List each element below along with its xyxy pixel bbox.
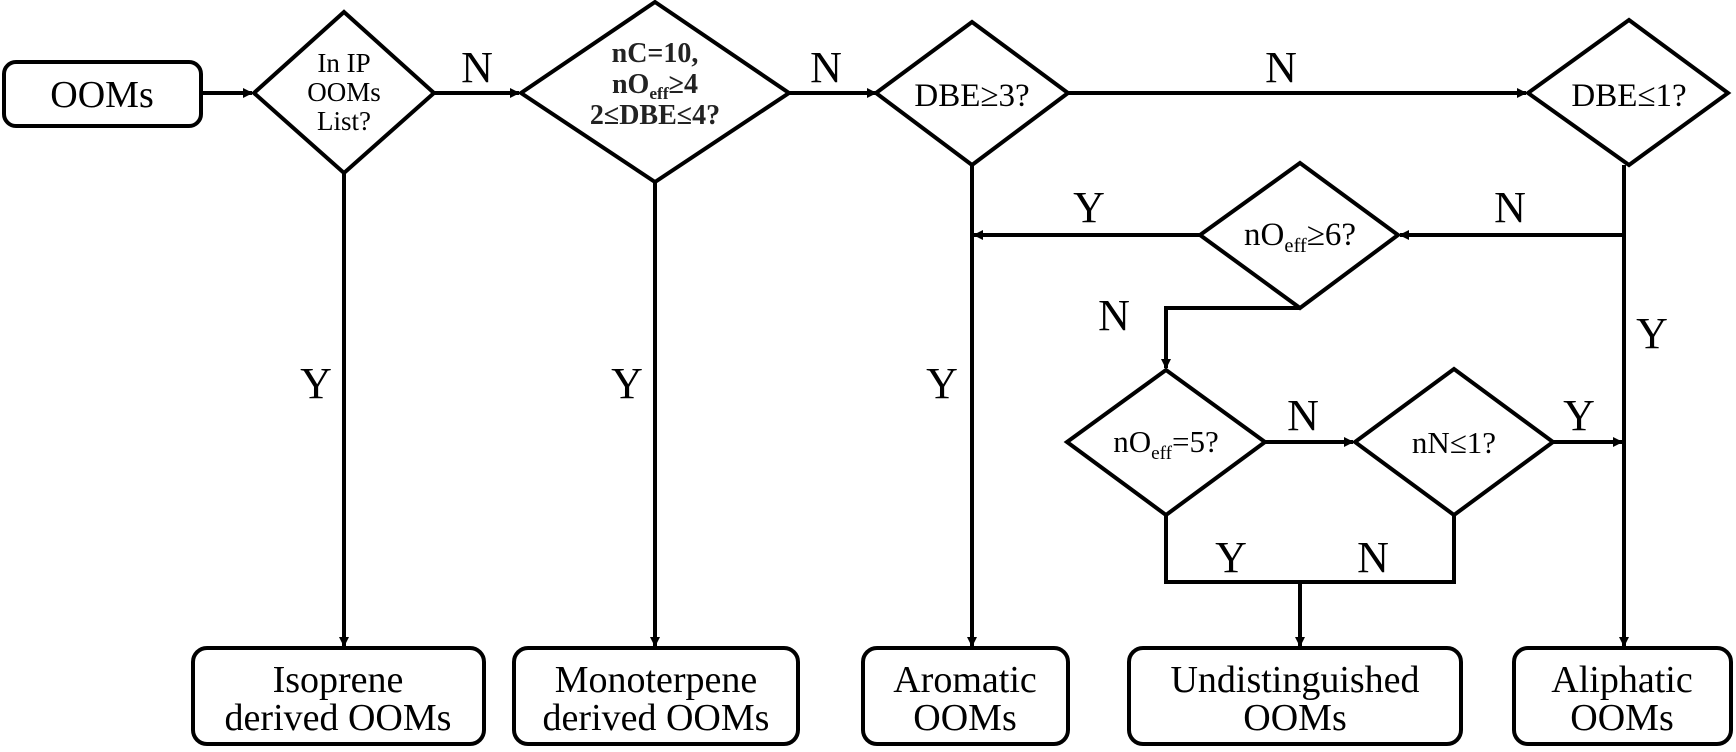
decision-dbe-ge-3: DBE≥3? [872, 19, 1072, 168]
edge-label-mono-yes: Y [611, 359, 643, 408]
output-line-1: Monoterpene [555, 659, 758, 701]
text-suffix: =5? [1172, 424, 1219, 459]
decision-line-3: 2≤DBE≤4? [590, 100, 720, 131]
output-box [1512, 646, 1733, 746]
edge-label-dbe3-no: N [1265, 43, 1297, 92]
decision-noeff-ge-6: nOeff≥6? [1196, 160, 1402, 311]
edge-label-dbe1-yes: Y [1636, 309, 1668, 358]
decision-label: nOeff≥6? [1244, 217, 1356, 257]
edge-label-dbe3-yes: Y [926, 359, 958, 408]
edge-label-noeff6-no: N [1098, 291, 1130, 340]
connectors [201, 88, 1629, 647]
output-monoterpene: Monoterpene derived OOMs [512, 646, 800, 746]
output-line-2: OOMs [1570, 697, 1673, 739]
output-line-1: Undistinguished [1170, 659, 1419, 701]
start-node: OOMs [2, 60, 203, 128]
edge-labels: N Y N Y N Y N Y Y N N Y Y N [300, 43, 1668, 582]
decision-diamond [1196, 160, 1402, 311]
output-line-1: Isoprene [273, 659, 404, 701]
text-subscript: eff [649, 84, 668, 103]
output-box [861, 646, 1070, 746]
output-isoprene: Isoprene derived OOMs [191, 646, 486, 746]
edge-label-mono-no: N [810, 43, 842, 92]
decision-nn-le-1: nN≤1? [1351, 366, 1557, 518]
decision-diamond [872, 19, 1072, 168]
edge-label-noeff5-yes: Y [1215, 533, 1247, 582]
output-line-2: derived OOMs [543, 697, 770, 739]
output-line-2: derived OOMs [225, 697, 452, 739]
decision-label: nN≤1? [1412, 425, 1496, 460]
output-box [512, 646, 800, 746]
decision-diamond [251, 9, 437, 176]
edge-label-ip-no: N [461, 43, 493, 92]
decision-line-1: In IP [317, 48, 370, 78]
decision-label: nOeff=5? [1113, 424, 1219, 464]
decision-diamond [1524, 17, 1732, 168]
edge-label-nn-yes: Y [1563, 391, 1595, 440]
output-line-2: OOMs [1243, 697, 1346, 739]
text-suffix: ≥4 [669, 69, 698, 100]
edge-label-noeff5-no: N [1287, 391, 1319, 440]
start-label: OOMs [50, 74, 153, 116]
decision-monoterpene-test: nC=10, nOeff≥4 2≤DBE≤4? [517, 0, 793, 185]
decision-line-1: nC=10, [612, 38, 699, 69]
text-prefix: nO [1244, 217, 1284, 253]
output-line-1: Aromatic [893, 659, 1037, 701]
decision-in-ip-list: In IP OOMs List? [251, 9, 437, 176]
edge-label-dbe1-no: N [1494, 183, 1526, 232]
decision-dbe-le-1: DBE≤1? [1524, 17, 1732, 168]
edge-label-noeff6-yes: Y [1073, 183, 1105, 232]
start-box [2, 60, 203, 128]
decision-diamond [1063, 367, 1269, 518]
text-suffix: ≥6? [1307, 217, 1356, 253]
text-subscript: eff [1284, 235, 1307, 257]
output-box [191, 646, 486, 746]
output-aliphatic: Aliphatic OOMs [1512, 646, 1733, 746]
decision-line-2: OOMs [307, 77, 381, 107]
edge-label-nn-no: N [1357, 533, 1389, 582]
decision-diamond [517, 0, 793, 185]
decision-diamond [1351, 366, 1557, 518]
output-line-2: OOMs [913, 697, 1016, 739]
edge-noeff5-to-merge [1164, 515, 1456, 584]
decision-line-2: nOeff≥4 [612, 69, 698, 103]
output-aromatic: Aromatic OOMs [861, 646, 1070, 746]
decision-label: DBE≤1? [1571, 78, 1686, 114]
edge-noeff6-to-noeff5 [1161, 306, 1300, 369]
output-undistinguished: Undistinguished OOMs [1127, 646, 1463, 746]
text-subscript: eff [1151, 443, 1173, 464]
output-line-1: Aliphatic [1551, 659, 1692, 701]
output-box [1127, 646, 1463, 746]
decision-noeff-eq-5: nOeff=5? [1063, 367, 1269, 518]
text-prefix: nO [1113, 424, 1151, 459]
edge-label-ip-yes: Y [300, 359, 332, 408]
decision-label: DBE≥3? [914, 78, 1029, 114]
decision-line-3: List? [317, 106, 371, 136]
text-prefix: nO [612, 69, 649, 100]
